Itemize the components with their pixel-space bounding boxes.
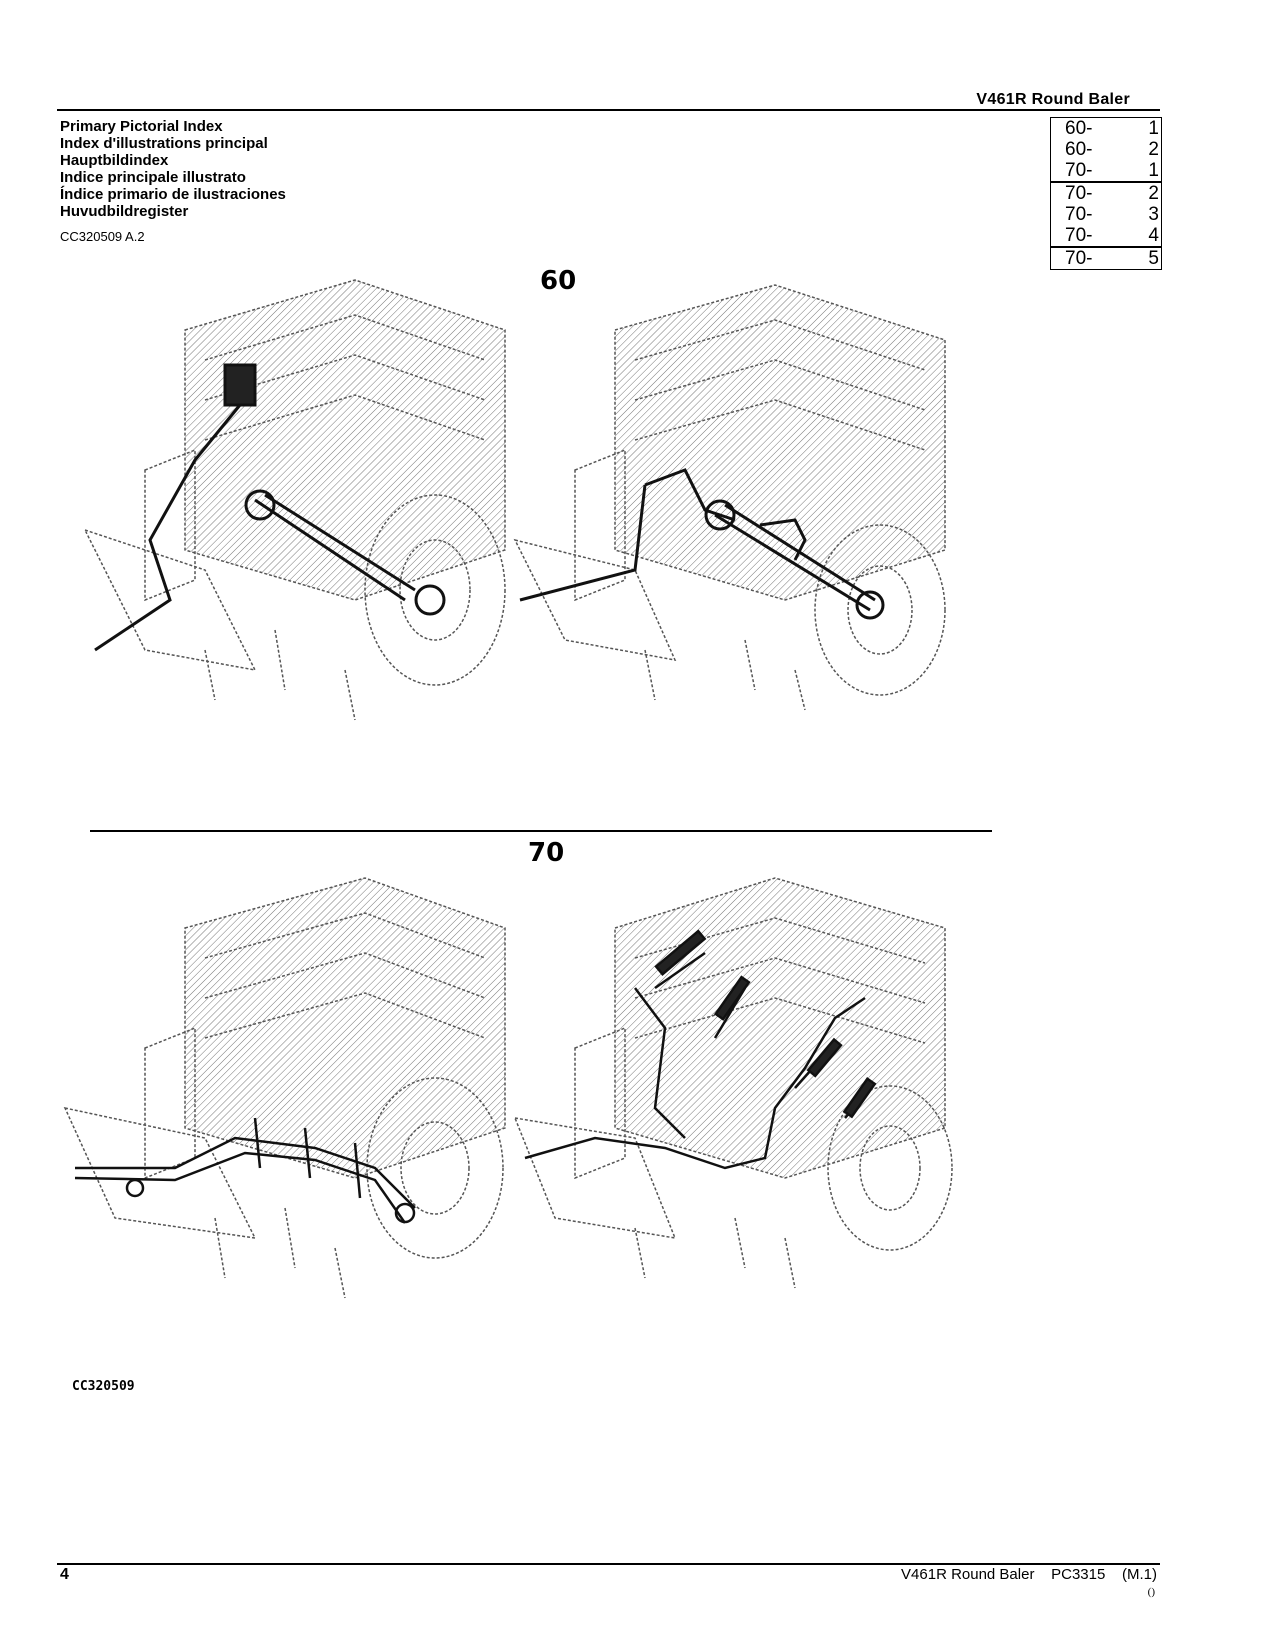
baler-illustration-60-left[interactable] [55, 270, 525, 730]
doc-reference: CC320509 A.2 [60, 229, 145, 244]
index-group: 70-2 70-3 70-4 [1051, 183, 1161, 248]
baler-illustration-70-left[interactable] [55, 868, 525, 1308]
index-row[interactable]: 70-1 [1065, 160, 1159, 181]
index-row[interactable]: 70-4 [1065, 225, 1159, 246]
index-row[interactable]: 70-3 [1065, 204, 1159, 225]
index-group: 60-1 60-2 70-1 [1051, 118, 1161, 183]
header-rule [57, 109, 1160, 111]
title-fr: Index d'illustrations principal [60, 135, 268, 152]
title-sv: Huvudbildregister [60, 203, 189, 220]
title-es: Índice primario de ilustraciones [60, 186, 286, 203]
index-row[interactable]: 70-5 [1065, 248, 1159, 269]
baler-illustration-70-right[interactable] [505, 868, 975, 1308]
index-row[interactable]: 60-1 [1065, 118, 1159, 139]
footer-text: V461R Round Baler PC3315 (M.1) [901, 1566, 1157, 1583]
index-group: 70-5 [1051, 248, 1161, 269]
page-number: 4 [60, 1566, 69, 1583]
index-row[interactable]: 70-2 [1065, 183, 1159, 204]
title-en: Primary Pictorial Index [60, 118, 223, 135]
baler-illustration-60-right[interactable] [505, 270, 975, 730]
section-label-60: 60 [540, 266, 577, 296]
index-row[interactable]: 60-2 [1065, 139, 1159, 160]
index-titles: Primary Pictorial Index Index d'illustra… [60, 118, 286, 220]
section-label-70: 70 [528, 838, 565, 868]
footer-rule [57, 1563, 1160, 1565]
figure-code: CC320509 [72, 1379, 135, 1394]
title-it: Indice principale illustrato [60, 169, 246, 186]
footer-mark: () [1147, 1586, 1155, 1598]
index-table: 60-1 60-2 70-1 70-2 70-3 70-4 70-5 [1050, 117, 1162, 270]
section-divider [90, 830, 992, 832]
title-de: Hauptbildindex [60, 152, 169, 169]
header-title: V461R Round Baler [976, 91, 1130, 108]
